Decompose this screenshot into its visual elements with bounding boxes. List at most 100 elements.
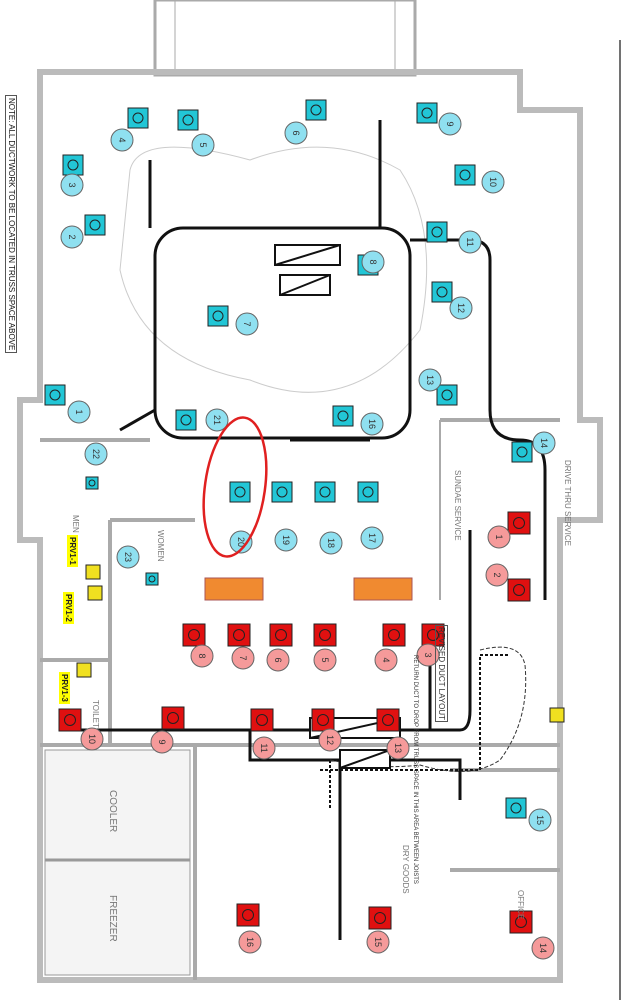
return-tag [318, 728, 342, 752]
return-tag [313, 648, 337, 672]
supply-tag-label: 4 [117, 137, 127, 142]
supply-diffuser-neck [459, 169, 471, 181]
supply-diffuser-neck [516, 446, 528, 458]
return-tag [386, 736, 410, 760]
return-tag [80, 727, 104, 751]
return-grille-neck [167, 712, 179, 724]
return-grille [376, 708, 400, 732]
red-markup-circle [202, 416, 268, 558]
supply-diffuser-neck [362, 486, 374, 498]
return-tag [252, 736, 276, 760]
supply-tag-label: 11 [465, 237, 475, 246]
return-tag-label: 9 [157, 739, 167, 744]
kitchen-hood [353, 577, 413, 601]
supply-diffuser [314, 481, 336, 503]
supply-tag-label: 10 [488, 177, 498, 187]
return-grille [507, 578, 531, 602]
supply-tag [458, 230, 482, 254]
supply-diffuser [175, 409, 197, 431]
return-tag [416, 643, 440, 667]
supply-diffuser-neck [510, 802, 522, 814]
room-drive-thru-service: DRIVE THRU SERVICE [563, 460, 572, 546]
supply-tag [481, 170, 505, 194]
return-grille [58, 708, 82, 732]
return-tag-label: 7 [238, 655, 248, 660]
return-tag-label: 14 [538, 943, 548, 953]
supply-tag-label: 13 [425, 375, 435, 385]
return-grille-neck [427, 629, 439, 641]
return-grille-neck [515, 916, 527, 928]
supply-tag [360, 412, 384, 436]
ductwork-note: NOTE: ALL DUCTWORK TO BE LOCATED IN TRUS… [5, 95, 17, 354]
return-grille [161, 706, 185, 730]
return-grille-neck [319, 629, 331, 641]
kitchen-hood [204, 577, 264, 601]
supply-tag [229, 530, 253, 554]
supply-tag [116, 545, 140, 569]
supply-diffuser [127, 107, 149, 129]
supply-diffuser-neck [319, 486, 331, 498]
supply-diffuser-neck [67, 159, 79, 171]
supply-tag [319, 531, 343, 555]
return-tag-label: 4 [381, 657, 391, 662]
return-tag-label: 16 [245, 937, 255, 947]
supply-tag [60, 173, 84, 197]
building-walls [17, 0, 621, 1000]
return-tag-label: 12 [325, 735, 335, 745]
supply-tag [67, 400, 91, 424]
supply-tag-label: 22 [91, 449, 101, 459]
room-women: WOMEN [156, 530, 165, 562]
supply-diffuser [229, 481, 251, 503]
supply-tag-label: 21 [212, 415, 222, 425]
supply-tag [205, 408, 229, 432]
air-handlers [274, 244, 401, 769]
supply-diffuser-neck [441, 389, 453, 401]
return-tag-label: 1 [494, 534, 504, 539]
supply-tag [284, 121, 308, 145]
exhaust-fan [76, 662, 92, 678]
return-grille [250, 708, 274, 732]
supply-diffuser [511, 441, 533, 463]
supply-tag-label: 17 [367, 533, 377, 543]
exhaust-grille-neck [148, 575, 156, 583]
supply-tag [361, 250, 385, 274]
room-toilet: TOILET [91, 700, 100, 728]
dashed-return-duct [320, 654, 510, 810]
return-grille [368, 906, 392, 930]
supply-tag-label: 7 [242, 321, 252, 326]
return-grille-neck [317, 714, 329, 726]
exhaust-fan [85, 564, 101, 580]
return-grille-neck [513, 584, 525, 596]
return-grille [182, 623, 206, 647]
return-grille [313, 623, 337, 647]
supply-tag [449, 296, 473, 320]
supply-diffuser-neck [337, 410, 349, 422]
return-tag-label: 3 [423, 652, 433, 657]
return-tag-label: 15 [373, 937, 383, 947]
supply-diffuser [84, 214, 106, 236]
supply-tag-label: 12 [456, 303, 466, 313]
return-grille [227, 623, 251, 647]
supply-diffuser [454, 164, 476, 186]
room-sundae-service: SUNDAE SERVICE [453, 470, 462, 541]
supply-tag [110, 128, 134, 152]
supply-diffuser-neck [182, 114, 194, 126]
return-tag [150, 730, 174, 754]
supply-tag-label: 15 [535, 815, 545, 825]
supply-diffuser-neck [431, 226, 443, 238]
return-grille-neck [374, 912, 386, 924]
supply-diffuser-neck [89, 219, 101, 231]
supply-tag-label: 14 [539, 438, 549, 448]
room-office: OFFICE [516, 890, 525, 920]
return-grille-neck [513, 517, 525, 529]
room-cooler: COOLER [107, 790, 118, 833]
supply-diffuser [62, 154, 84, 176]
return-grille [311, 708, 335, 732]
return-grille [509, 910, 533, 934]
supply-diffuser [357, 481, 379, 503]
supply-tag-label: 23 [123, 552, 133, 562]
supply-diffuser-neck [212, 310, 224, 322]
supply-tag-label: 19 [281, 535, 291, 545]
return-grille [507, 511, 531, 535]
